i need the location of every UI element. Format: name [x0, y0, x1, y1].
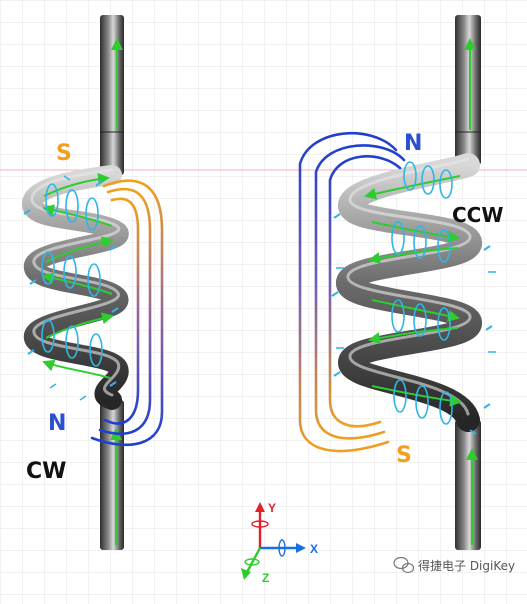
right-field-rings — [331, 161, 496, 435]
left-top-pole-label: S — [56, 141, 72, 166]
left-lead-top — [100, 15, 124, 175]
left-bottom-pole-label: N — [48, 411, 66, 436]
wechat-icon — [393, 556, 415, 574]
right-solenoid: N S CCW — [298, 15, 503, 550]
right-top-pole-label: N — [404, 131, 422, 156]
left-solenoid: S N CW — [22, 15, 164, 550]
axis-triad: Y X Z — [241, 501, 318, 585]
z-axis-line — [244, 547, 262, 575]
z-axis-label: Z — [262, 571, 269, 585]
right-lead-top — [455, 15, 481, 165]
watermark: 得捷电子 DigiKey — [393, 556, 515, 574]
x-axis-label: X — [310, 542, 318, 556]
right-external-field — [298, 131, 406, 453]
watermark-text: 得捷电子 DigiKey — [418, 558, 515, 573]
right-lead-bottom — [455, 420, 481, 550]
right-bottom-pole-label: S — [396, 443, 412, 468]
y-axis-label: Y — [268, 501, 276, 515]
right-coil — [336, 153, 482, 432]
left-external-field — [90, 179, 164, 447]
left-field-rings — [23, 175, 119, 401]
left-winding-label: CW — [26, 459, 66, 484]
right-winding-label: CCW — [452, 203, 503, 227]
